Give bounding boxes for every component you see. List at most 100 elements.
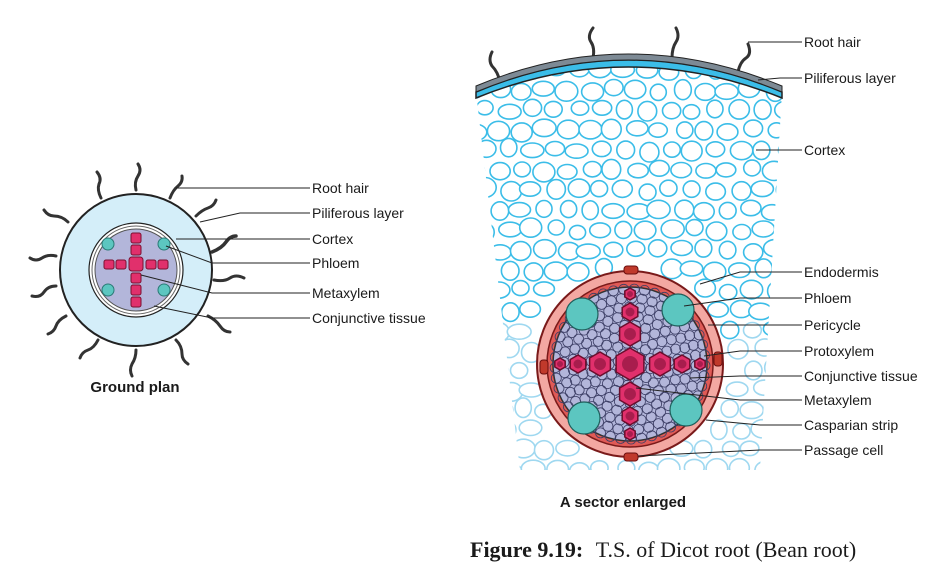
cortex-cell: [589, 179, 609, 198]
cortex-cell: [519, 142, 545, 159]
stele-cell: [679, 342, 691, 354]
cortex-cell: [647, 122, 669, 139]
sector-label-phloem: Phloem: [804, 290, 851, 306]
cortex-cell: [773, 338, 782, 359]
stele-cell: [601, 400, 613, 412]
cortex-cell: [670, 239, 694, 257]
cortex-cell: [732, 422, 751, 440]
ground-plan-root-hairs: [28, 162, 246, 378]
stele-cell: [605, 430, 616, 442]
cortex-cell: [546, 178, 567, 200]
cortex-cell: [615, 140, 636, 160]
cortex-cell: [715, 162, 737, 178]
cortex-cell: [670, 161, 693, 179]
stele-cell: [592, 335, 604, 347]
stele-cell: [608, 285, 619, 297]
stele-cell: [561, 377, 573, 389]
cortex-cell: [498, 221, 523, 238]
cortex-cell: [775, 458, 782, 470]
cortex-cell: [742, 321, 763, 339]
cortex-cell: [773, 100, 782, 120]
cortex-cell: [544, 140, 566, 157]
cortex-cell: [476, 161, 486, 180]
cortex-cell: [476, 99, 494, 116]
piliferous-outer: [475, 53, 783, 93]
cortex-cell: [556, 163, 578, 180]
cortex-cell: [476, 337, 495, 360]
sector-label-conjunctive-tissue: Conjunctive tissue: [804, 368, 918, 384]
stele-cell: [675, 332, 687, 344]
cortex-cell: [721, 440, 741, 458]
cortex-cell: [581, 200, 600, 221]
stele-cell: [636, 432, 647, 444]
stele: [536, 265, 724, 462]
cortex-cell: [512, 161, 532, 178]
sector-label-casparian-strip: Casparian strip: [804, 417, 898, 433]
cortex-cell: [532, 161, 556, 183]
stele-cell: [696, 380, 708, 392]
cortex-cell: [751, 220, 776, 238]
stele-cell: [697, 339, 708, 351]
cortex-cell: [656, 457, 681, 470]
sector-label-passage-cell: Passage cell: [804, 442, 883, 458]
cortex-cell: [575, 243, 602, 260]
cortex-cell: [531, 80, 556, 97]
cortex-cell: [739, 401, 765, 420]
cortex-cell: [702, 261, 727, 282]
cortex-cell: [683, 458, 705, 470]
cortex-cell: [719, 320, 740, 340]
stele-cell: [675, 383, 687, 395]
stele-cell: [679, 373, 691, 385]
cortex-cell: [660, 219, 686, 239]
cortex-cell: [754, 338, 776, 357]
cortex-cell: [776, 378, 782, 400]
cortex-cell: [682, 180, 701, 199]
cortex-cell: [647, 239, 668, 258]
stele-cell: [586, 329, 598, 341]
cortex-cell: [603, 78, 624, 97]
cortex-cell: [766, 280, 782, 301]
cortex-cell: [476, 381, 498, 403]
cortex-cell: [518, 300, 542, 319]
cortex-cell: [509, 361, 529, 380]
cortex-cell: [518, 217, 543, 239]
metaxylem-lumen: [625, 411, 635, 421]
cortex-cell: [776, 257, 782, 278]
cortex-cell: [476, 319, 487, 338]
cortex-cell: [518, 181, 542, 198]
cortex-cell: [685, 218, 704, 237]
cortex-cell: [627, 162, 650, 179]
cortex-cell: [694, 238, 713, 258]
cortex-cell: [497, 463, 524, 470]
cortex-cell: [532, 281, 556, 297]
gp-label-phloem: Phloem: [312, 255, 359, 271]
stele-cell: [665, 421, 676, 433]
cortex-cell: [623, 79, 647, 100]
cortex-cell: [693, 278, 717, 298]
cortex-cell: [500, 302, 520, 323]
cortex-cell: [714, 82, 740, 101]
stele-cell: [644, 305, 656, 317]
stele-cell: [665, 383, 677, 395]
stele-cell: [602, 378, 613, 390]
cortex-cell: [762, 442, 782, 462]
protoxylem-lumen: [627, 431, 633, 437]
cortex-cell: [775, 179, 782, 201]
protoxylem-lumen: [697, 361, 703, 367]
cortex-cell: [739, 440, 760, 457]
gp-label-cortex: Cortex: [312, 231, 353, 247]
stele-cell: [639, 284, 650, 296]
cortex-cell: [661, 101, 682, 120]
sector-label-pericycle: Pericycle: [804, 317, 861, 333]
cortex-cell: [535, 199, 553, 219]
cortex-cell: [484, 361, 509, 381]
stele-cell: [646, 430, 658, 442]
cortex-cell: [773, 60, 782, 77]
cortex-cell: [601, 202, 626, 220]
cortex-cell: [498, 338, 520, 359]
sector-label-endodermis: Endodermis: [804, 264, 879, 280]
stele-cell: [553, 382, 565, 394]
stele-cell: [656, 426, 667, 438]
cortex-cell: [729, 140, 754, 161]
metaxylem-lumen: [654, 358, 666, 370]
